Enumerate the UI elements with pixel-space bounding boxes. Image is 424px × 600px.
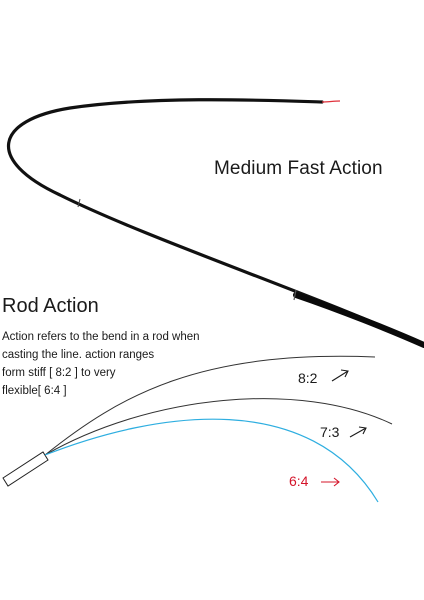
arrow-7-3 (349, 426, 367, 438)
curve-6-4 (44, 418, 379, 503)
rod-butt-section (293, 292, 424, 348)
ratio-label-7-3: 7:3 (320, 424, 340, 440)
description-line: flexible[ 6:4 ] (2, 385, 67, 397)
rod-ferrule-mark (77, 198, 81, 208)
arrow-6-4 (321, 477, 340, 487)
ratio-label-8-2: 8:2 (298, 370, 318, 386)
rod-tip-thread (321, 100, 341, 103)
description-line: casting the line. action ranges (2, 349, 155, 361)
curve-8-2 (44, 355, 376, 456)
description-line: Action refers to the bend in a rod when (2, 331, 200, 343)
diagram-handle (2, 451, 49, 487)
arrow-8-2 (331, 369, 349, 382)
ratio-label-6-4: 6:4 (289, 473, 309, 489)
headline: Medium Fast Action (214, 158, 383, 179)
rod-ferrule-mark (293, 289, 297, 301)
description-line: form stiff [ 8:2 ] to very (2, 367, 116, 379)
section-title: Rod Action (2, 295, 99, 317)
curve-7-3 (44, 398, 393, 456)
rod-blank (6, 98, 424, 347)
